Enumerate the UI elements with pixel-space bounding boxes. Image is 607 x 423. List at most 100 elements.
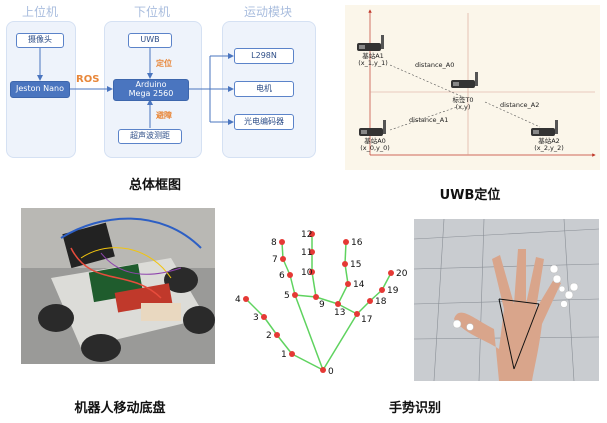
jetson-box: Jeston Nano xyxy=(10,81,70,98)
l298n-box: L298N xyxy=(234,48,294,64)
hand-bone-9-13 xyxy=(315,296,339,305)
hand-keypoint-6 xyxy=(287,272,293,278)
uwb-box: UWB xyxy=(128,33,172,48)
hand-bone-9-10 xyxy=(311,271,317,298)
hand-bone-5-9 xyxy=(294,294,317,298)
hand-bone-3-4 xyxy=(245,298,265,318)
hand-keypoint-label-18: 18 xyxy=(375,297,387,307)
hand-bone-0-1 xyxy=(291,353,324,371)
hand-keypoint-4 xyxy=(243,296,249,302)
hand-keypoint-label-20: 20 xyxy=(396,269,408,279)
hand-skeleton-lines xyxy=(245,234,392,371)
hand-keypoint-12 xyxy=(309,231,315,237)
hand-keypoint-label-5: 5 xyxy=(284,291,290,301)
hand-keypoint-label-2: 2 xyxy=(266,331,272,341)
hand-keypoint-label-15: 15 xyxy=(350,260,361,270)
anchor-a2-coord: (x_2,y_2) xyxy=(534,144,564,153)
ultrasonic-box: 超声波测距 xyxy=(118,129,182,144)
block-diagram: 上位机 下位机 运动模块 摄像头 Jeston Nano UWB Arduino… xyxy=(0,0,330,200)
hand-keypoint-10 xyxy=(309,269,315,275)
anchor-a0-coord: (x_0,y_0) xyxy=(360,144,390,153)
camera-box: 摄像头 xyxy=(16,33,64,48)
anchor-a1-label: 基站A1 (x_1,y_1) xyxy=(353,52,393,68)
hand-keypoint-label-9: 9 xyxy=(319,300,325,310)
antenna-a0-icon xyxy=(359,120,386,136)
distance-a0-label: distance_A0 xyxy=(415,61,455,69)
robot-chassis-photo xyxy=(21,208,215,364)
hand-keypoint-1 xyxy=(289,351,295,357)
hand-keypoint-label-3: 3 xyxy=(253,313,259,323)
hand-keypoint-15 xyxy=(342,261,348,267)
uwb-diagram: 基站A1 (x_1,y_1) 基站A0 (x_0,y_0) 标签T0 (x,y)… xyxy=(345,5,600,170)
hand-keypoint-3 xyxy=(261,314,267,320)
antenna-a2-icon xyxy=(531,120,558,136)
uwb-caption: UWB定位 xyxy=(439,188,501,203)
hand-keypoint-8 xyxy=(279,239,285,245)
distance-a2-label: distance_A2 xyxy=(500,101,540,109)
motor-box: 电机 xyxy=(234,81,294,97)
hand-keypoint-20 xyxy=(388,270,394,276)
hand-keypoint-label-4: 4 xyxy=(235,295,241,305)
hand-bone-2-3 xyxy=(263,316,278,336)
anchor-a0-name: 基站A0 xyxy=(364,137,386,145)
antenna-tag-icon xyxy=(451,72,478,88)
hand-keypoint-label-14: 14 xyxy=(353,280,365,290)
hand-bone-0-5 xyxy=(294,294,324,371)
anchor-a0-label: 基站A0 (x_0,y_0) xyxy=(355,137,395,153)
robot-caption: 机器人移动底盘 xyxy=(74,401,166,416)
hand-keypoint-17 xyxy=(354,311,360,317)
panel-title-motion: 运动模块 xyxy=(243,5,292,19)
hand-keypoint-13 xyxy=(335,301,341,307)
gesture-caption: 手势识别 xyxy=(388,401,441,416)
hand-keypoint-label-13: 13 xyxy=(334,308,345,318)
distance-a1-label: distance_A1 xyxy=(409,116,449,124)
block-diagram-connectors xyxy=(37,48,234,128)
hand-keypoint-7 xyxy=(280,256,286,262)
antenna-a1-icon xyxy=(357,35,384,51)
hand-keypoint-label-8: 8 xyxy=(271,238,277,248)
hand-keypoint-14 xyxy=(345,281,351,287)
hand-keypoint-label-7: 7 xyxy=(272,255,278,265)
panel-title-upper: 上位机 xyxy=(21,5,58,19)
anchor-a2-label: 基站A2 (x_2,y_2) xyxy=(529,137,569,153)
hand-keypoint-label-11: 11 xyxy=(301,248,312,258)
tag-coord: (x,y) xyxy=(455,103,471,112)
robot-photo-illustration xyxy=(21,208,215,364)
arduino-line2: Mega 2560 xyxy=(128,89,174,98)
hand-keypoint-11 xyxy=(309,249,315,255)
hand-keypoint-9 xyxy=(313,294,319,300)
hand-keypoint-2 xyxy=(274,332,280,338)
anchor-a2-name: 基站A2 xyxy=(538,137,560,145)
encoder-box: 光电编码器 xyxy=(234,114,294,130)
tag-name: 标签T0 xyxy=(452,96,474,104)
hand-bone-14-15 xyxy=(344,263,349,285)
hand-bone-5-6 xyxy=(289,274,296,296)
ros-label: ROS xyxy=(76,74,100,85)
anchor-a1-coord: (x_1,y_1) xyxy=(358,59,388,68)
locate-label: 定位 xyxy=(156,59,172,68)
hand-keypoint-label-16: 16 xyxy=(351,238,363,248)
anchor-a1-name: 基站A1 xyxy=(362,52,384,60)
hand-bone-0-17 xyxy=(322,313,358,371)
arduino-line1: Arduino xyxy=(135,80,167,90)
tag-label: 标签T0 (x,y) xyxy=(445,96,481,112)
hand-photo-illustration xyxy=(413,218,600,382)
hand-bone-19-20 xyxy=(381,272,392,291)
hand-keypoint-label-0: 0 xyxy=(328,367,334,377)
uwb-lines xyxy=(357,9,596,157)
hand-bone-17-18 xyxy=(356,300,371,315)
avoid-label: 避障 xyxy=(156,111,172,120)
arduino-box: Arduino Mega 2560 xyxy=(113,79,189,101)
hand-keypoint-0 xyxy=(320,367,326,373)
panel-title-lower: 下位机 xyxy=(133,5,170,19)
hand-keypoint-16 xyxy=(343,239,349,245)
hand-keypoint-label-17: 17 xyxy=(361,315,372,325)
hand-keypoint-19 xyxy=(379,287,385,293)
block-diagram-caption: 总体框图 xyxy=(128,178,181,193)
hand-keypoint-label-10: 10 xyxy=(301,268,313,278)
hand-keypoint-18 xyxy=(367,298,373,304)
hand-keypoint-label-19: 19 xyxy=(387,286,399,296)
hand-keypoint-label-1: 1 xyxy=(281,350,287,360)
